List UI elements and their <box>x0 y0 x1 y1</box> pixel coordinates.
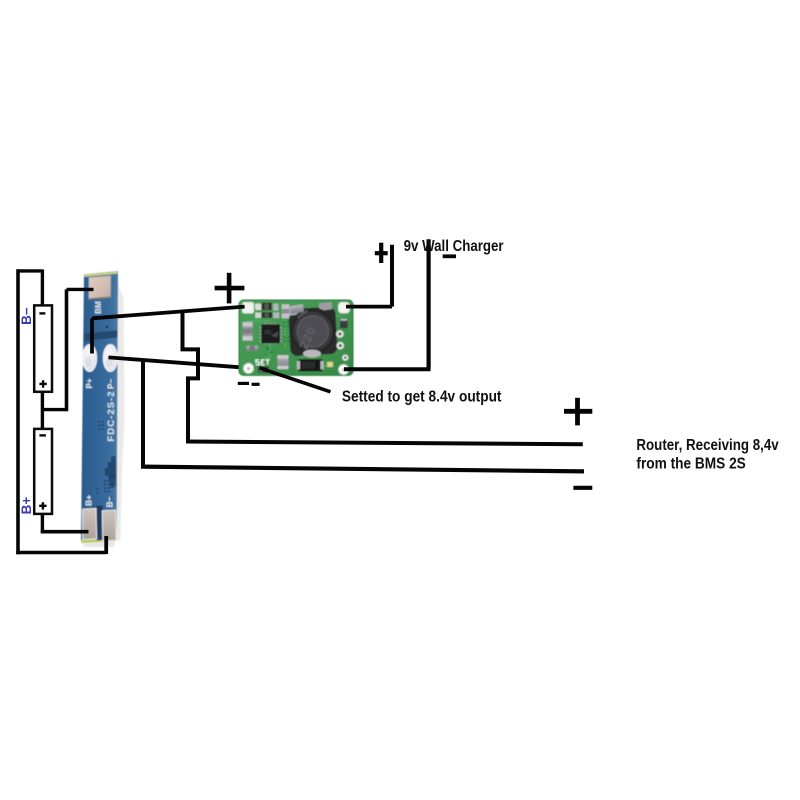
svg-text:Setted to get 8.4v output: Setted to get 8.4v output <box>342 389 502 406</box>
svg-text:BM: BM <box>94 301 103 314</box>
svg-text:9v Wall Charger: 9v Wall Charger <box>404 238 504 255</box>
svg-text:B+: B+ <box>19 497 34 515</box>
svg-text:Router, Receiving 8,4v: Router, Receiving 8,4v <box>636 437 779 454</box>
svg-text:from the BMS 2S: from the BMS 2S <box>636 456 745 473</box>
svg-text:P−: P− <box>107 379 116 389</box>
svg-text:B−: B− <box>105 496 115 507</box>
svg-text:P+: P+ <box>85 378 94 388</box>
svg-text:B−: B− <box>19 307 34 325</box>
svg-text:B+: B+ <box>83 495 93 506</box>
svg-text:FDC-2S-2: FDC-2S-2 <box>106 390 117 441</box>
